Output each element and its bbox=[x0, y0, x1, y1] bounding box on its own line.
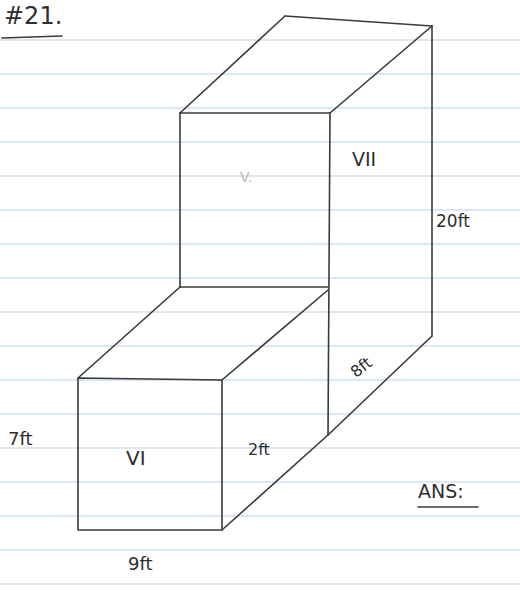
dimension-label: 8ft bbox=[348, 355, 375, 381]
dimension-label: 7ft bbox=[8, 430, 33, 448]
volume-label: VI bbox=[126, 448, 146, 468]
dimension-label: 2ft bbox=[248, 442, 270, 458]
answer-label: ANS: bbox=[418, 482, 464, 501]
dimension-label: 9ft bbox=[128, 555, 153, 573]
volume-label: VII bbox=[352, 150, 376, 169]
dimension-label: 20ft bbox=[436, 213, 470, 230]
erased-mark: V. bbox=[240, 170, 252, 184]
problem-number: #21. bbox=[4, 4, 62, 28]
